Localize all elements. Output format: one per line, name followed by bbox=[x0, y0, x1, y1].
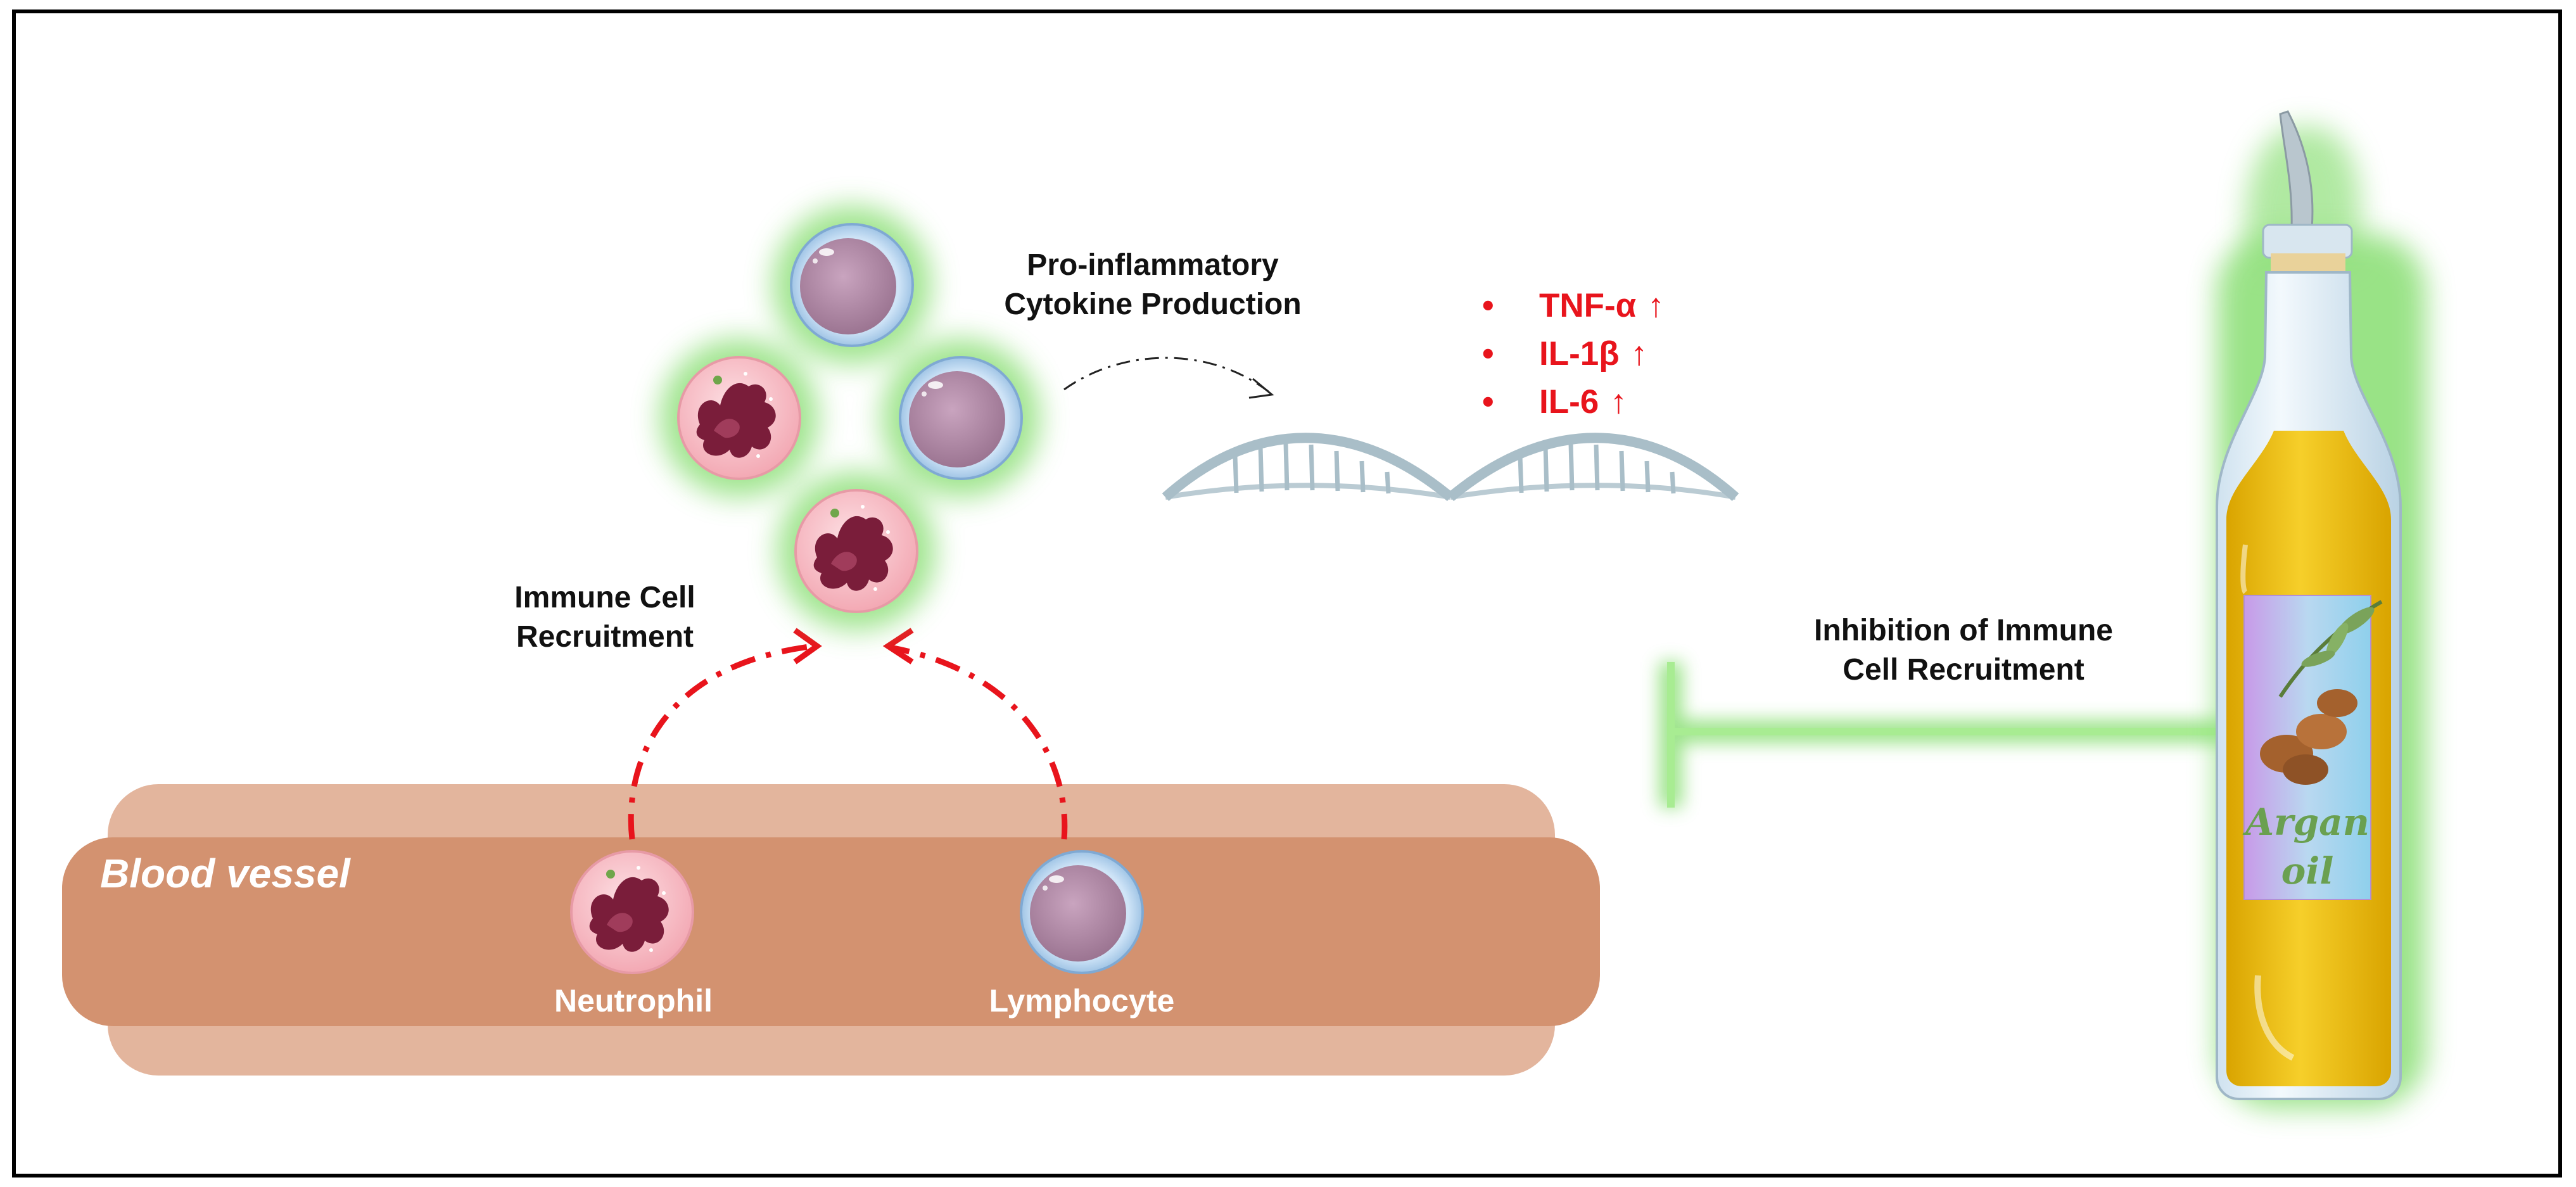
label-neutrophil: Neutrophil bbox=[554, 983, 713, 1019]
up-arrow-icon: ↑ bbox=[1647, 287, 1665, 324]
bottle-label-line-1: Argan bbox=[2242, 801, 2370, 844]
arrowhead-right bbox=[882, 628, 914, 664]
up-arrow-icon: ↑ bbox=[1630, 335, 1648, 372]
cytokine-name: IL-6 bbox=[1539, 383, 1599, 421]
cytokine-bullet: • bbox=[1482, 335, 1494, 372]
vessel-lymphocyte bbox=[1020, 850, 1144, 974]
cytokine-bullet: • bbox=[1482, 383, 1494, 421]
label-immune-recruitment-line-1: Immune Cell bbox=[514, 581, 695, 614]
argan-oil-bottle bbox=[2216, 110, 2426, 1108]
cytokine-name: IL-1β bbox=[1539, 335, 1620, 372]
label-pro-inflammatory-line-2: Cytokine Production bbox=[1004, 288, 1302, 322]
label-lymphocyte: Lymphocyte bbox=[989, 983, 1175, 1019]
arrowhead-left bbox=[793, 628, 822, 664]
label-inhibition-line-2: Cell Recruitment bbox=[1843, 653, 2084, 687]
cluster-neutrophil-bottom bbox=[794, 489, 918, 613]
label-inhibition: Inhibition of Immune Cell Recruitment bbox=[1761, 611, 2166, 690]
label-blood-vessel: Blood vessel bbox=[100, 851, 350, 896]
vessel-neutrophil bbox=[570, 850, 694, 974]
cytokine-arrow bbox=[1063, 357, 1274, 399]
cytokine-item: • IL-1β ↑ bbox=[1482, 330, 1665, 378]
up-arrow-icon: ↑ bbox=[1610, 383, 1627, 421]
cytokine-list: • TNF-α ↑ • IL-1β ↑ • IL-6 ↑ bbox=[1482, 282, 1665, 426]
label-inhibition-line-1: Inhibition of Immune bbox=[1814, 614, 2113, 647]
label-pro-inflammatory-line-1: Pro-inflammatory bbox=[1027, 248, 1279, 282]
cluster-lymphocyte-right bbox=[899, 356, 1023, 480]
recruitment-arrows bbox=[628, 643, 1068, 840]
dna-helix bbox=[1162, 433, 1739, 502]
cytokine-item: • IL-6 ↑ bbox=[1482, 378, 1665, 426]
cytokine-item: • TNF-α ↑ bbox=[1482, 282, 1665, 330]
cytokine-bullet: • bbox=[1482, 287, 1494, 324]
cluster-lymphocyte-top bbox=[790, 223, 914, 347]
blood-vessel bbox=[62, 784, 1600, 1076]
cluster-neutrophil-left bbox=[677, 356, 801, 480]
cytokine-name: TNF-α bbox=[1539, 287, 1637, 324]
inhibition-bar bbox=[1667, 662, 2236, 808]
bottle-label-line-2: oil bbox=[2281, 849, 2334, 892]
label-immune-recruitment: Immune Cell Recruitment bbox=[437, 578, 773, 657]
label-immune-recruitment-line-2: Recruitment bbox=[516, 620, 694, 654]
label-pro-inflammatory: Pro-inflammatory Cytokine Production bbox=[950, 246, 1355, 325]
